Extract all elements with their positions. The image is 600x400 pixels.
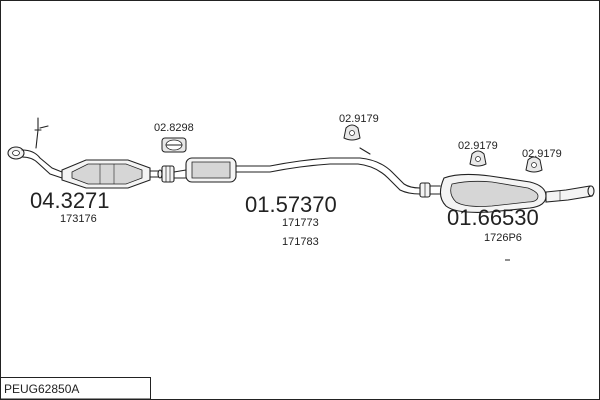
part-code-box: [0, 377, 151, 400]
joint-clamp: [161, 165, 175, 183]
fitting-label-4: 02.9179: [522, 148, 562, 160]
group-ref-rear: 1726P6: [484, 232, 522, 244]
lambda-sensor: [34, 117, 42, 149]
intermediate-pipe: [235, 157, 421, 189]
downpipe: [21, 149, 63, 173]
fitting-label-2: 02.9179: [339, 113, 379, 125]
group-ref-centre-1: 171773: [282, 217, 319, 229]
centre-silencer-assembly: [173, 147, 421, 195]
fitting-label-3: 02.9179: [458, 140, 498, 152]
fitting-label-1: 02.8298: [154, 122, 194, 134]
group-number-centre: 01.57370: [245, 192, 337, 217]
group-ref-front: 173176: [60, 213, 97, 225]
group-ref-centre-2: 171783: [282, 236, 319, 248]
group-number-rear: 01.66530: [447, 205, 539, 230]
tailpipe: [545, 185, 593, 203]
rear-silencer-assembly: [429, 173, 595, 213]
fitting-rubber-mount-2: [469, 150, 487, 167]
front-pipe-catalyst: [7, 117, 163, 189]
group-number-front: 04.3271: [30, 188, 110, 213]
rear-joint-clamp: [419, 182, 431, 198]
fitting-rubber-mount-3: [525, 156, 543, 173]
part-code: PEUG62850A: [4, 382, 79, 396]
fitting-rubber-mount-1: [343, 124, 361, 141]
fitting-clamp-02-8298: [161, 137, 187, 153]
